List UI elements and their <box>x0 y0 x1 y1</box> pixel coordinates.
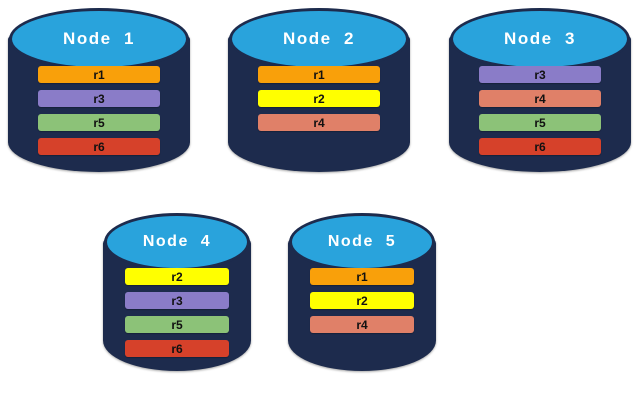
replica-bar[interactable]: r2 <box>310 292 414 309</box>
cylinder-top: Node 4 <box>104 213 250 271</box>
replica-bar[interactable]: r4 <box>310 316 414 333</box>
node-5[interactable]: Node 5 r1 r2 r4 <box>288 211 436 389</box>
replica-bar[interactable]: r6 <box>479 138 601 155</box>
replica-bar[interactable]: r5 <box>125 316 229 333</box>
node-title: Node 5 <box>327 233 397 250</box>
replica-stack: r3 r4 r5 r6 <box>449 66 631 155</box>
node-title: Node 3 <box>504 29 576 48</box>
node-1[interactable]: Node 1 r1 r3 r5 r6 <box>8 6 190 190</box>
replica-stack: r1 r2 r4 <box>288 268 436 333</box>
node-title: Node 1 <box>63 29 135 48</box>
replica-bar[interactable]: r5 <box>38 114 160 131</box>
replica-bar[interactable]: r1 <box>258 66 380 83</box>
node-title: Node 4 <box>142 233 212 250</box>
cylinder-top: Node 1 <box>9 8 189 70</box>
replica-stack: r1 r3 r5 r6 <box>8 66 190 155</box>
node-title: Node 2 <box>283 29 355 48</box>
replica-bar[interactable]: r6 <box>125 340 229 357</box>
node-2[interactable]: Node 2 r1 r2 r4 <box>228 6 410 190</box>
replica-bar[interactable]: r1 <box>38 66 160 83</box>
replica-bar[interactable]: r3 <box>38 90 160 107</box>
replica-stack: r1 r2 r4 <box>228 66 410 131</box>
replica-bar[interactable]: r5 <box>479 114 601 131</box>
replica-bar[interactable]: r3 <box>125 292 229 309</box>
replica-bar[interactable]: r4 <box>258 114 380 131</box>
replica-bar[interactable]: r1 <box>310 268 414 285</box>
cylinder-top: Node 3 <box>450 8 630 70</box>
replica-bar[interactable]: r3 <box>479 66 601 83</box>
replica-stack: r2 r3 r5 r6 <box>103 268 251 357</box>
cylinder-top: Node 5 <box>289 213 435 271</box>
node-4[interactable]: Node 4 r2 r3 r5 r6 <box>103 211 251 389</box>
replica-bar[interactable]: r2 <box>125 268 229 285</box>
cylinder-top: Node 2 <box>229 8 409 70</box>
replica-bar[interactable]: r4 <box>479 90 601 107</box>
node-3[interactable]: Node 3 r3 r4 r5 r6 <box>449 6 631 190</box>
replica-bar[interactable]: r2 <box>258 90 380 107</box>
replica-bar[interactable]: r6 <box>38 138 160 155</box>
